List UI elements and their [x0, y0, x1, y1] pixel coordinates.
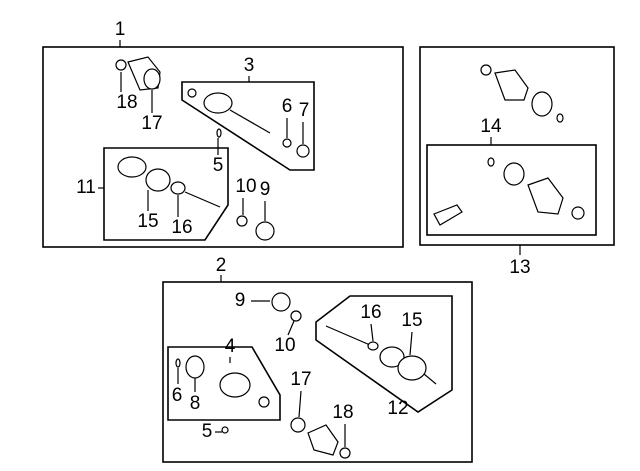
group-11-box [103, 147, 229, 241]
boot-part [307, 424, 339, 456]
callout-5: 5 [213, 155, 224, 176]
clamp-part [296, 144, 310, 158]
callout-15: 15 [401, 310, 422, 331]
group-11-label: 11 [76, 177, 96, 198]
group-12-label: 12 [387, 398, 408, 419]
clip-part [216, 128, 222, 138]
callout-5: 5 [202, 421, 213, 442]
group-13-box [419, 46, 615, 246]
callout-8: 8 [190, 393, 201, 414]
boot-clamp-small-part [339, 447, 351, 459]
group-2-label: 2 [216, 255, 227, 276]
boot-part [127, 56, 161, 91]
callout-18: 18 [116, 92, 137, 113]
callout-10: 10 [235, 176, 256, 197]
ring-part [236, 215, 248, 227]
group-12-box [315, 295, 453, 413]
clip-part [221, 426, 229, 434]
boot-clamp-small-part [115, 59, 127, 71]
boot-kit-part [433, 64, 585, 226]
inner-joint-part [187, 88, 271, 134]
ring-part [282, 138, 292, 148]
inner-joint-part [175, 355, 270, 408]
group-14-label: 14 [480, 116, 502, 137]
group-3-box [181, 81, 315, 171]
callout-9: 9 [235, 290, 246, 311]
damper-part [271, 292, 291, 312]
callout-18: 18 [332, 402, 353, 423]
ring-part [290, 310, 302, 322]
callout-10: 10 [274, 335, 295, 356]
clamp-part [290, 417, 306, 433]
callout-16: 16 [171, 217, 192, 238]
axle-shaft-part [325, 325, 437, 385]
callout-15: 15 [137, 211, 158, 232]
callout-6: 6 [172, 385, 183, 406]
callout-7: 7 [299, 100, 310, 121]
group-13-label: 13 [509, 257, 530, 278]
group-4-box [167, 346, 281, 421]
damper-part [255, 221, 275, 241]
group-14-box [426, 144, 597, 236]
callout-16: 16 [360, 302, 381, 323]
group-1-box [42, 46, 404, 248]
group-4-label: 4 [225, 336, 236, 357]
group-2-box [162, 281, 473, 463]
leader-lines [120, 72, 413, 447]
axle-shaft-part [117, 156, 221, 208]
group-1-label: 1 [115, 19, 126, 40]
callout-9: 9 [260, 179, 271, 200]
group-3-label: 3 [244, 55, 255, 76]
callout-6: 6 [282, 96, 293, 117]
callout-17: 17 [290, 369, 311, 390]
callout-17: 17 [141, 113, 162, 134]
